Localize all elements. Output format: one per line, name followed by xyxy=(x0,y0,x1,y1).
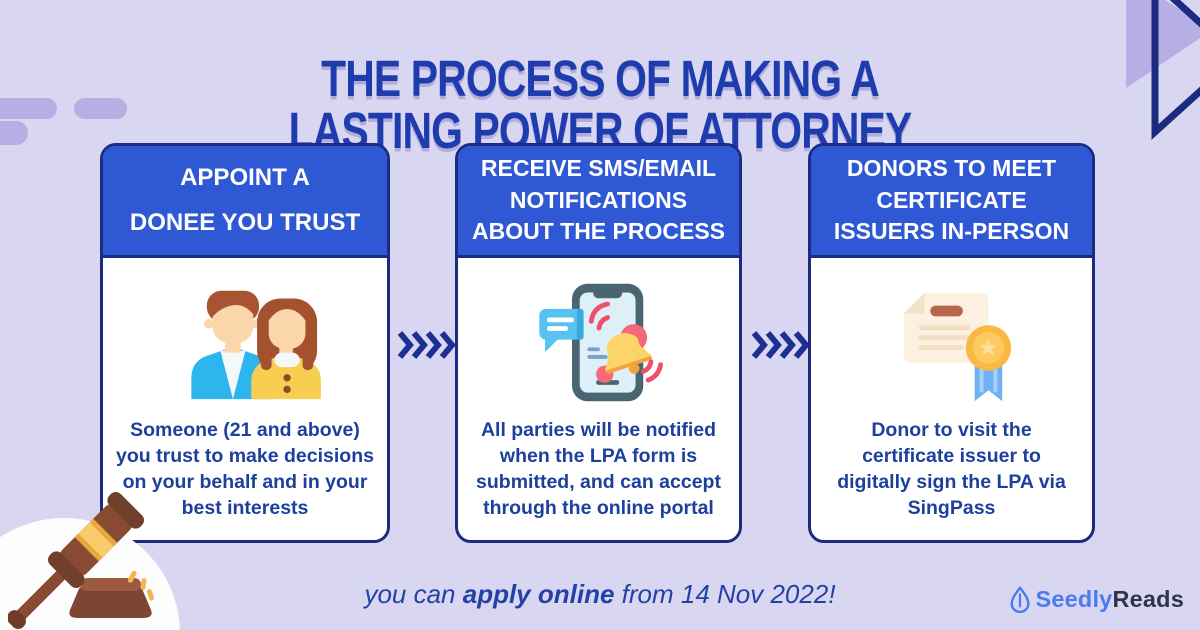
step-card-certificate-issuer: DONORS TO MEET CERTIFICATE ISSUERS IN-PE… xyxy=(808,143,1095,543)
step-card-header: APPOINT A DONEE YOU TRUST xyxy=(103,146,387,258)
page-title-line1: THE PROCESS OF MAKING A xyxy=(321,50,880,108)
tagline-highlight: apply online xyxy=(462,579,615,609)
step-card-body: Someone (21 and above) you trust to make… xyxy=(103,258,387,540)
seedly-droplet-icon xyxy=(1010,586,1030,613)
step-card-body: Donor to visit the certificate issuer to… xyxy=(811,258,1092,540)
certificate-medal-icon xyxy=(903,292,1011,402)
pill-decor xyxy=(0,121,28,145)
illustration-wrap xyxy=(168,276,323,410)
step-card-header: DONORS TO MEET CERTIFICATE ISSUERS IN-PE… xyxy=(811,146,1092,258)
illustration-wrap xyxy=(882,276,1022,410)
header-line: CERTIFICATE xyxy=(876,186,1027,213)
step-card-notifications: RECEIVE SMS/EMAIL NOTIFICATIONS ABOUT TH… xyxy=(455,143,742,543)
header-line: NOTIFICATIONS xyxy=(509,186,688,213)
step-card-header: RECEIVE SMS/EMAIL NOTIFICATIONS ABOUT TH… xyxy=(458,146,739,258)
tagline-prefix: you can xyxy=(364,579,463,609)
header-line: RECEIVE SMS/EMAIL xyxy=(480,154,717,181)
logo-text-secondary: Reads xyxy=(1112,585,1184,612)
header-line: DONORS TO MEET xyxy=(846,154,1057,181)
page-title: THE PROCESS OF MAKING A LASTING POWER OF… xyxy=(78,53,1122,157)
logo-text-primary: Seedly xyxy=(1035,585,1113,612)
illustration-wrap xyxy=(531,276,666,410)
arrow-chevrons-icon xyxy=(397,331,455,359)
gavel-icon xyxy=(8,492,155,630)
step-description: Donor to visit the certificate issuer to… xyxy=(837,419,1066,519)
donee-couple-icon xyxy=(190,290,321,400)
pill-decor xyxy=(0,98,57,119)
step-description: All parties will be notified when the LP… xyxy=(476,419,721,519)
step-description: Someone (21 and above) you trust to make… xyxy=(116,419,374,519)
header-line: DONEE YOU TRUST xyxy=(129,208,361,236)
seedly-reads-logo: Seedly Reads xyxy=(1008,585,1184,613)
header-line: APPOINT A xyxy=(180,164,310,192)
phone-notification-icon xyxy=(539,283,664,402)
pill-decor xyxy=(74,98,127,119)
header-line: ISSUERS IN-PERSON xyxy=(833,218,1070,245)
tagline-suffix: from 14 Nov 2022! xyxy=(614,579,836,609)
step-card-body: All parties will be notified when the LP… xyxy=(458,258,739,540)
header-line: ABOUT THE PROCESS xyxy=(471,218,726,245)
triangle-decor-icon xyxy=(1126,0,1200,140)
tagline: you can apply online from 14 Nov 2022! xyxy=(0,579,1200,610)
arrow-chevrons-icon xyxy=(751,331,809,359)
step-card-appoint-donee: APPOINT A DONEE YOU TRUST xyxy=(100,143,390,543)
